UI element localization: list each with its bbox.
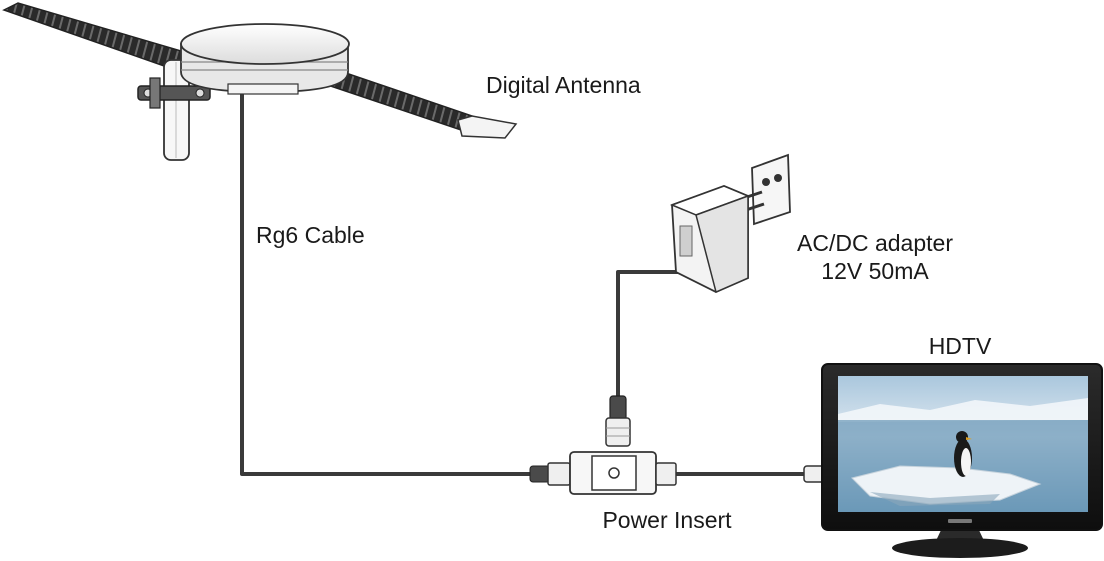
rg6-cable xyxy=(240,92,532,476)
label-acdc-adapter: AC/DC adapter 12V 50mA xyxy=(780,230,970,285)
label-digital-antenna: Digital Antenna xyxy=(486,72,641,98)
acdc-adapter xyxy=(669,153,791,294)
label-adapter-rating: 12V 50mA xyxy=(821,257,929,284)
adapter-cable xyxy=(616,270,690,398)
label-adapter-type: AC/DC adapter xyxy=(797,230,953,256)
hdtv xyxy=(821,363,1103,558)
digital-antenna xyxy=(2,2,518,161)
label-rg6-cable: Rg6 Cable xyxy=(256,222,365,248)
label-hdtv: HDTV xyxy=(928,333,992,359)
power-insert xyxy=(529,395,677,495)
label-power-insert: Power Insert xyxy=(602,507,732,533)
